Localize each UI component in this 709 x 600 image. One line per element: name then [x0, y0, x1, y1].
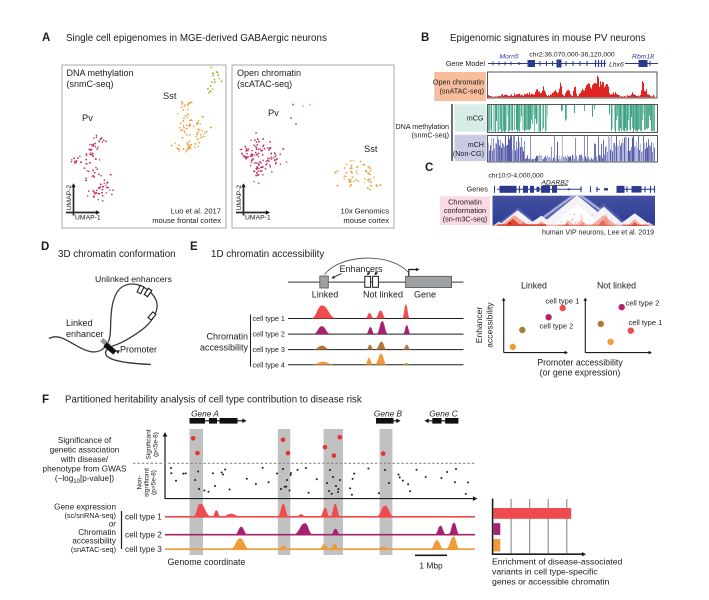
svg-text:Unlinked enhancers: Unlinked enhancers [95, 274, 172, 284]
svg-text:Linked: Linked [66, 318, 93, 328]
svg-text:UMAP-1: UMAP-1 [75, 215, 101, 222]
svg-text:1 Mbp: 1 Mbp [419, 561, 443, 571]
svg-text:Genome coordinate: Genome coordinate [168, 557, 246, 567]
svg-text:(sc/snRNA-seq): (sc/snRNA-seq) [65, 511, 117, 520]
svg-text:C: C [425, 162, 433, 174]
svg-text:phenotype from GWAS: phenotype from GWAS [43, 465, 127, 474]
svg-text:genetic association: genetic association [50, 446, 120, 455]
svg-text:1D chromatin accessibility: 1D chromatin accessibility [211, 249, 324, 260]
svg-text:Morn5: Morn5 [499, 54, 518, 61]
svg-text:Partitioned heritability analy: Partitioned heritability analysis of cel… [65, 395, 362, 406]
svg-text:(scATAC-seq): (scATAC-seq) [237, 79, 292, 89]
svg-text:Open chromatin: Open chromatin [433, 78, 484, 87]
svg-text:Significant: Significant [146, 429, 153, 459]
svg-text:(snATAC-seq): (snATAC-seq) [71, 545, 116, 554]
svg-text:(sn-m3C-seq): (sn-m3C-seq) [443, 214, 488, 223]
svg-text:B: B [421, 32, 429, 44]
svg-text:(Non-CG): (Non-CG) [453, 149, 484, 158]
svg-text:cell type 1: cell type 1 [125, 513, 162, 522]
svg-text:Epigenomic signatures in mouse: Epigenomic signatures in mouse PV neuron… [450, 33, 646, 44]
svg-text:mCH: mCH [468, 140, 484, 149]
svg-text:UMAP-2: UMAP-2 [236, 185, 243, 211]
svg-text:Linked: Linked [312, 290, 339, 300]
svg-text:UMAP-2: UMAP-2 [66, 185, 73, 211]
svg-text:(snmC-seq): (snmC-seq) [67, 79, 114, 89]
svg-text:Pv: Pv [82, 113, 93, 123]
svg-text:A: A [42, 32, 50, 44]
svg-text:10x Genomics: 10x Genomics [340, 207, 389, 216]
svg-text:Promoter accessibility: Promoter accessibility [537, 358, 623, 368]
svg-text:Genes: Genes [467, 184, 489, 193]
svg-text:enhancer: enhancer [66, 329, 104, 339]
svg-text:accessibility: accessibility [485, 302, 495, 348]
svg-text:cell type 1: cell type 1 [253, 314, 285, 323]
svg-text:Promoter: Promoter [120, 345, 157, 355]
svg-text:Lhx6: Lhx6 [609, 62, 624, 69]
svg-text:(p>5e-8): (p>5e-8) [151, 470, 158, 495]
svg-text:(−log10[p-value]): (−log10[p-value]) [55, 474, 115, 485]
svg-text:Gene Model: Gene Model [446, 59, 486, 68]
svg-text:F: F [42, 394, 49, 406]
svg-text:D: D [41, 241, 49, 253]
svg-text:conformation: conformation [444, 206, 486, 215]
svg-text:Not linked: Not linked [363, 290, 403, 300]
svg-text:3D chromatin conformation: 3D chromatin conformation [58, 249, 176, 260]
svg-text:Non-: Non- [137, 475, 144, 489]
svg-text:(snATAC-seq): (snATAC-seq) [440, 86, 484, 95]
svg-text:Chromatin: Chromatin [448, 198, 482, 207]
svg-text:significant: significant [144, 468, 151, 497]
svg-text:Luo et al. 2017: Luo et al. 2017 [171, 207, 221, 216]
svg-text:Rbm18: Rbm18 [632, 54, 654, 61]
svg-text:cell type 2: cell type 2 [626, 299, 660, 308]
svg-text:cell type 3: cell type 3 [253, 345, 285, 354]
svg-text:UMAP-1: UMAP-1 [245, 215, 271, 222]
svg-text:Chromatin: Chromatin [206, 332, 248, 342]
svg-text:mCG: mCG [467, 113, 484, 122]
svg-text:chr10:0-4,000,000: chr10:0-4,000,000 [488, 173, 543, 180]
svg-text:accessibility: accessibility [72, 537, 117, 546]
svg-text:cell type 1: cell type 1 [546, 297, 580, 306]
svg-text:(snmC-seq): (snmC-seq) [411, 131, 449, 140]
svg-text:Open chromatin: Open chromatin [237, 68, 301, 78]
svg-text:with disease/: with disease/ [60, 455, 109, 464]
svg-text:Chromatin: Chromatin [78, 528, 116, 537]
svg-text:Enhancer: Enhancer [474, 307, 484, 344]
svg-text:cell type 2: cell type 2 [253, 330, 285, 339]
svg-text:cell type 2: cell type 2 [540, 322, 574, 331]
svg-text:(or gene expression): (or gene expression) [540, 368, 621, 378]
svg-text:Gene: Gene [414, 290, 436, 300]
svg-text:Enrichment of disease-associat: Enrichment of disease-associated [492, 557, 623, 567]
svg-text:Linked: Linked [521, 281, 547, 291]
svg-text:accessibility: accessibility [200, 343, 249, 353]
svg-text:cell type 1: cell type 1 [629, 318, 663, 327]
svg-text:Enhancers: Enhancers [340, 264, 384, 274]
svg-text:variants in cell type-specific: variants in cell type-specific [492, 567, 598, 577]
svg-text:ADARB2: ADARB2 [540, 179, 568, 186]
svg-text:Not linked: Not linked [597, 281, 636, 291]
svg-text:Gene C: Gene C [429, 409, 459, 419]
svg-text:genes or accessible chromatin: genes or accessible chromatin [492, 577, 610, 587]
svg-text:or: or [109, 520, 117, 529]
svg-text:human VIP neurons, Lee et al.: human VIP neurons, Lee et al. 2019 [542, 229, 654, 236]
svg-text:DNA methylation: DNA methylation [395, 122, 449, 131]
svg-text:Sst: Sst [364, 144, 378, 154]
svg-text:cell type 3: cell type 3 [125, 545, 162, 554]
svg-text:Gene expression: Gene expression [54, 503, 116, 512]
svg-text:E: E [190, 241, 198, 253]
svg-text:cell type 2: cell type 2 [125, 531, 162, 540]
svg-text:DNA methylation: DNA methylation [67, 68, 134, 78]
svg-text:Significance of: Significance of [58, 436, 112, 445]
svg-text:Gene B: Gene B [374, 409, 403, 419]
svg-text:chr2:36,070,000-36,120,000: chr2:36,070,000-36,120,000 [529, 52, 615, 59]
svg-text:Sst: Sst [163, 91, 177, 101]
svg-text:(p<5e-8): (p<5e-8) [153, 432, 160, 457]
svg-text:cell type 4: cell type 4 [253, 360, 285, 369]
svg-text:mouse cortex: mouse cortex [343, 216, 389, 225]
svg-text:Gene A: Gene A [191, 409, 219, 419]
svg-text:Pv: Pv [268, 108, 279, 118]
svg-text:Single cell epigenomes in MGE-: Single cell epigenomes in MGE-derived GA… [66, 33, 327, 44]
svg-text:mouse frontal cortex: mouse frontal cortex [152, 216, 221, 225]
